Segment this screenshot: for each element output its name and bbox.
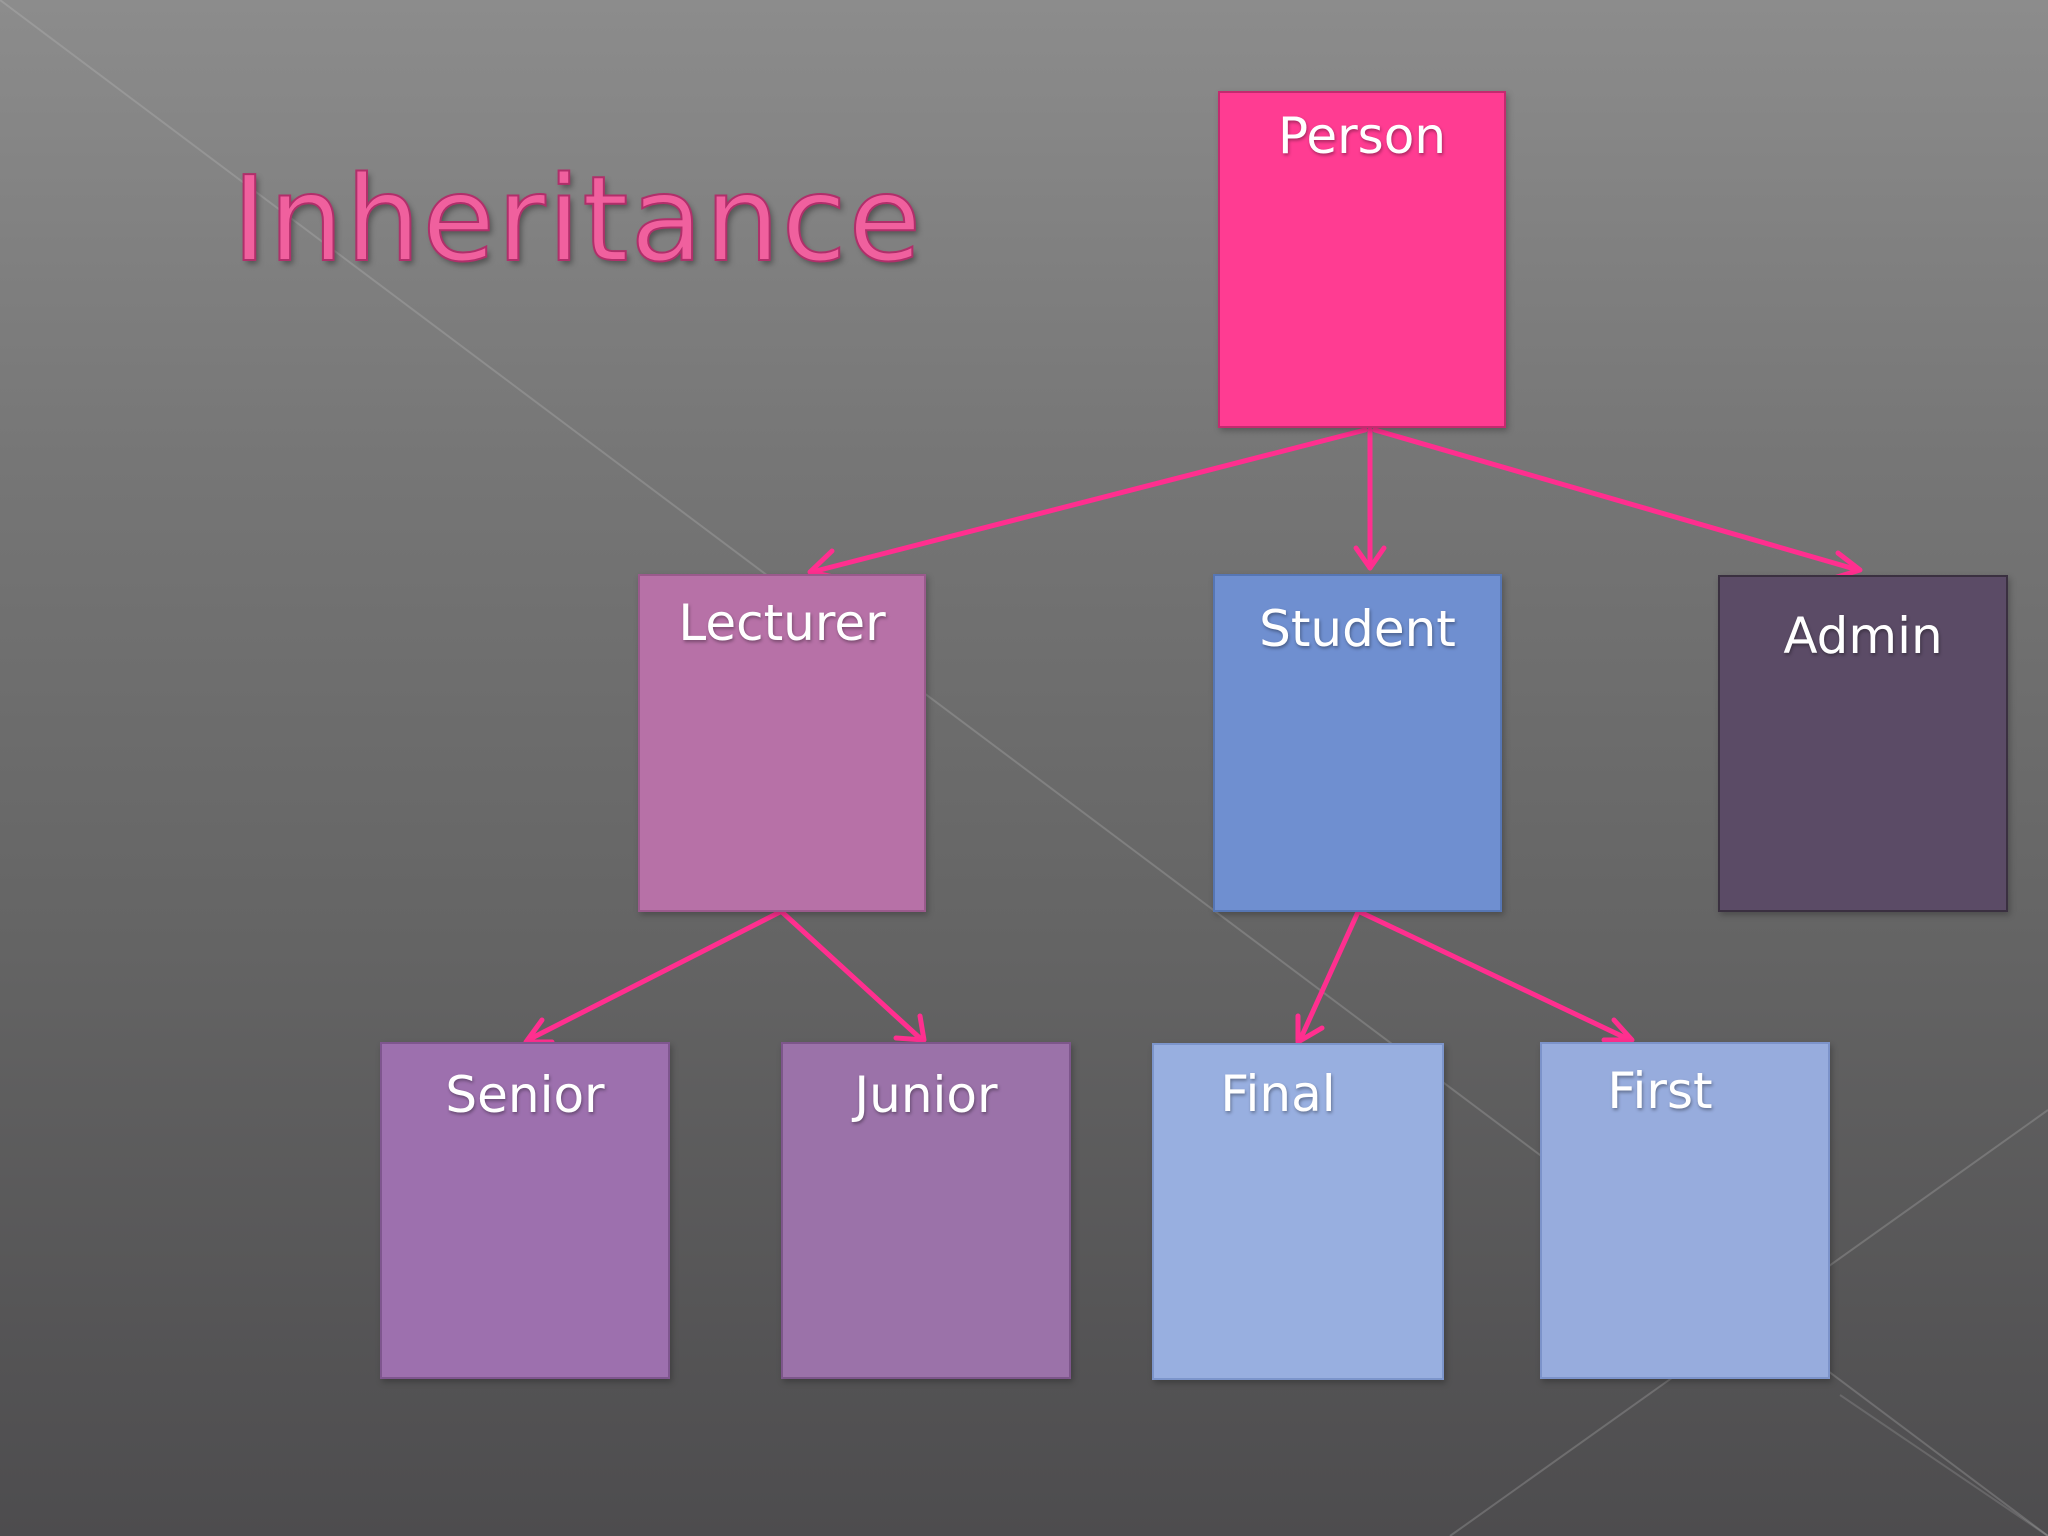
node-admin-label: Admin xyxy=(1783,607,1943,665)
node-junior: Junior xyxy=(781,1042,1071,1379)
node-junior-label: Junior xyxy=(854,1066,998,1124)
node-student-label: Student xyxy=(1259,600,1456,658)
node-final-label: Final xyxy=(1220,1065,1336,1123)
node-first-label: First xyxy=(1607,1062,1713,1120)
node-admin: Admin xyxy=(1718,575,2008,912)
node-senior: Senior xyxy=(380,1042,670,1379)
node-person-label: Person xyxy=(1277,107,1447,165)
node-final: Final xyxy=(1152,1043,1444,1380)
node-lecturer-label: Lecturer xyxy=(678,594,886,652)
node-lecturer: Lecturer xyxy=(638,574,926,912)
slide-title: Inheritance xyxy=(231,149,924,289)
node-first: First xyxy=(1540,1042,1830,1379)
node-senior-label: Senior xyxy=(445,1066,605,1124)
node-student: Student xyxy=(1213,574,1502,912)
node-person: Person xyxy=(1218,91,1506,428)
